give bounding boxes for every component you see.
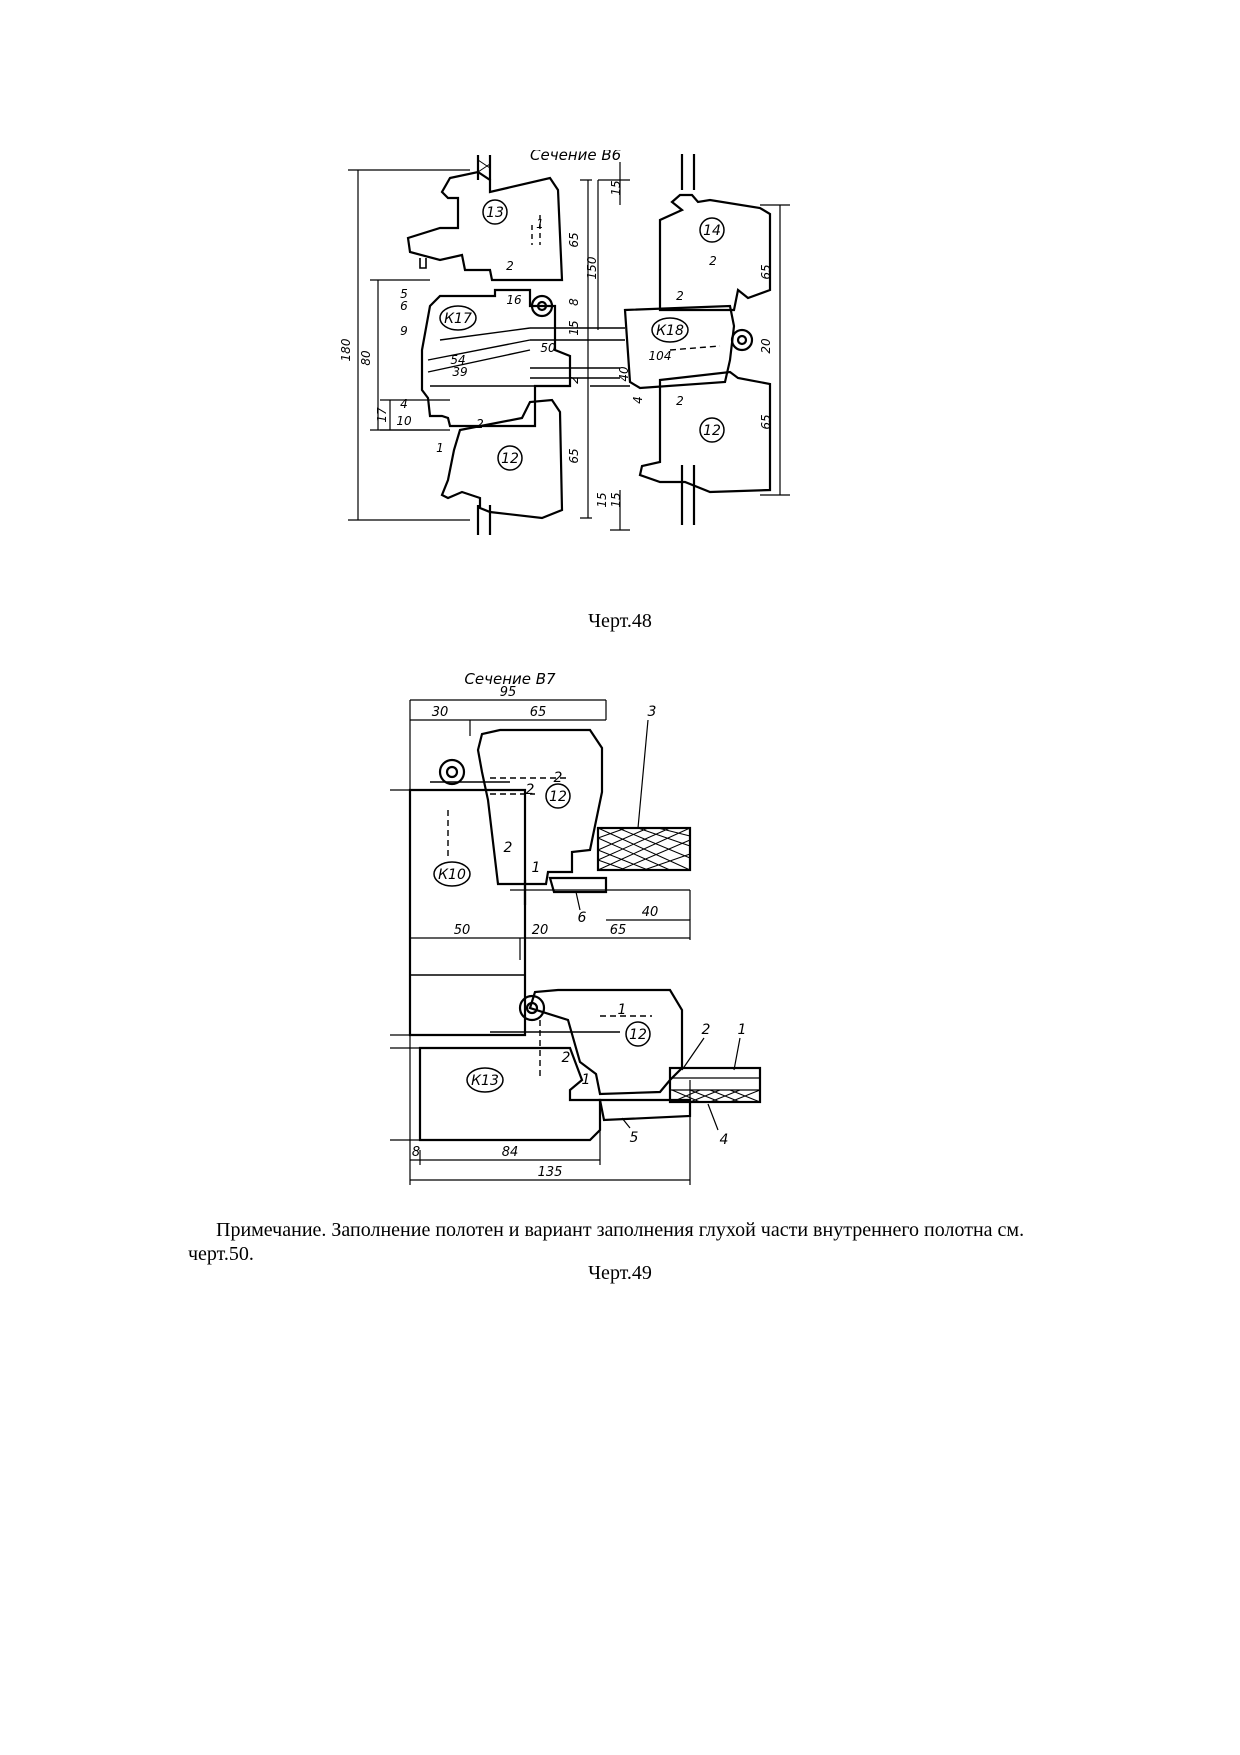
dim: 5 [400, 287, 408, 301]
callout: 1 [532, 860, 541, 876]
part-label: К17 [444, 311, 472, 327]
callout: 2 [506, 259, 514, 273]
part-label: К13 [471, 1073, 499, 1089]
callout: 3 [648, 704, 657, 720]
dim: 65 [567, 448, 581, 463]
part-label: 14 [703, 223, 721, 239]
callout: 1 [582, 1072, 591, 1088]
dim: 16 [506, 293, 522, 307]
dim: 30 [432, 705, 449, 720]
dim: 9 [400, 324, 408, 338]
dim: 15 [609, 492, 623, 507]
dim: 8 [412, 1145, 420, 1160]
dim: 150 [585, 256, 599, 279]
part-label: К10 [438, 867, 466, 883]
part-label: 13 [486, 205, 504, 221]
dim: 20 [759, 338, 773, 354]
dim: 17 [375, 407, 389, 423]
callout: 2 [504, 840, 513, 856]
section-title: Сечение В6 [530, 150, 621, 164]
dim: 135 [538, 1165, 563, 1180]
part-label: 12 [703, 423, 721, 439]
callout: 2 [526, 782, 535, 798]
dim: 65 [759, 264, 773, 279]
dim: 40 [617, 366, 631, 382]
callout: 5 [630, 1130, 639, 1146]
callout: 1 [436, 441, 444, 455]
dim: 6 [400, 299, 408, 313]
dim: 39 [452, 365, 467, 379]
dim: 54 [450, 353, 465, 367]
note-text: Примечание. Заполнение полотен и вариант… [188, 1219, 1025, 1265]
dim: 65 [530, 705, 547, 720]
dim: 15 [567, 320, 581, 335]
callout: 4 [720, 1132, 729, 1148]
callout: 1 [618, 1002, 627, 1018]
dim: 20 [532, 923, 549, 938]
figure-caption: Черт.49 [588, 1262, 652, 1284]
drawing-section-b6: Сечение В6 13 К17 12 14 К18 12 1 2 2 1 2… [330, 150, 890, 610]
part-label: 12 [501, 451, 519, 467]
dim: 4 [400, 397, 408, 411]
callout: 2 [554, 770, 563, 786]
dim: 8 [567, 298, 581, 306]
dim: 65 [567, 232, 581, 247]
part-label: 12 [549, 789, 567, 805]
dim: 95 [500, 685, 517, 700]
callout: 1 [738, 1022, 747, 1038]
dim: 65 [610, 923, 627, 938]
part-label: 12 [629, 1027, 647, 1043]
callout: 6 [578, 910, 587, 926]
figure-caption: Черт.48 [588, 610, 652, 632]
dim: 104 [649, 349, 672, 363]
dim: 50 [540, 341, 556, 355]
callout: 2 [476, 417, 484, 431]
callout: 2 [709, 254, 717, 268]
dim: 10 [396, 414, 412, 428]
dim: 84 [502, 1145, 519, 1160]
callout: 2 [702, 1022, 711, 1038]
dim: 2 [567, 376, 581, 384]
part-label: К18 [656, 323, 684, 339]
section-title: Сечение В7 [464, 670, 556, 688]
dim: 15 [609, 180, 623, 195]
callout: 2 [562, 1050, 571, 1066]
callout: 1 [536, 217, 544, 231]
dim: 65 [759, 414, 773, 429]
callout: 2 [676, 289, 684, 303]
dim: 15 [595, 492, 609, 507]
dim-180: 180 [339, 338, 353, 361]
dim: 4 [631, 396, 645, 404]
dim: 40 [642, 905, 659, 920]
dim: 50 [454, 923, 471, 938]
dim-80: 80 [359, 350, 373, 366]
drawing-section-b7: Сечение В7 12 К10 12 К13 3 2 2 1 6 2 1 2… [390, 660, 810, 1220]
callout: 2 [676, 394, 684, 408]
